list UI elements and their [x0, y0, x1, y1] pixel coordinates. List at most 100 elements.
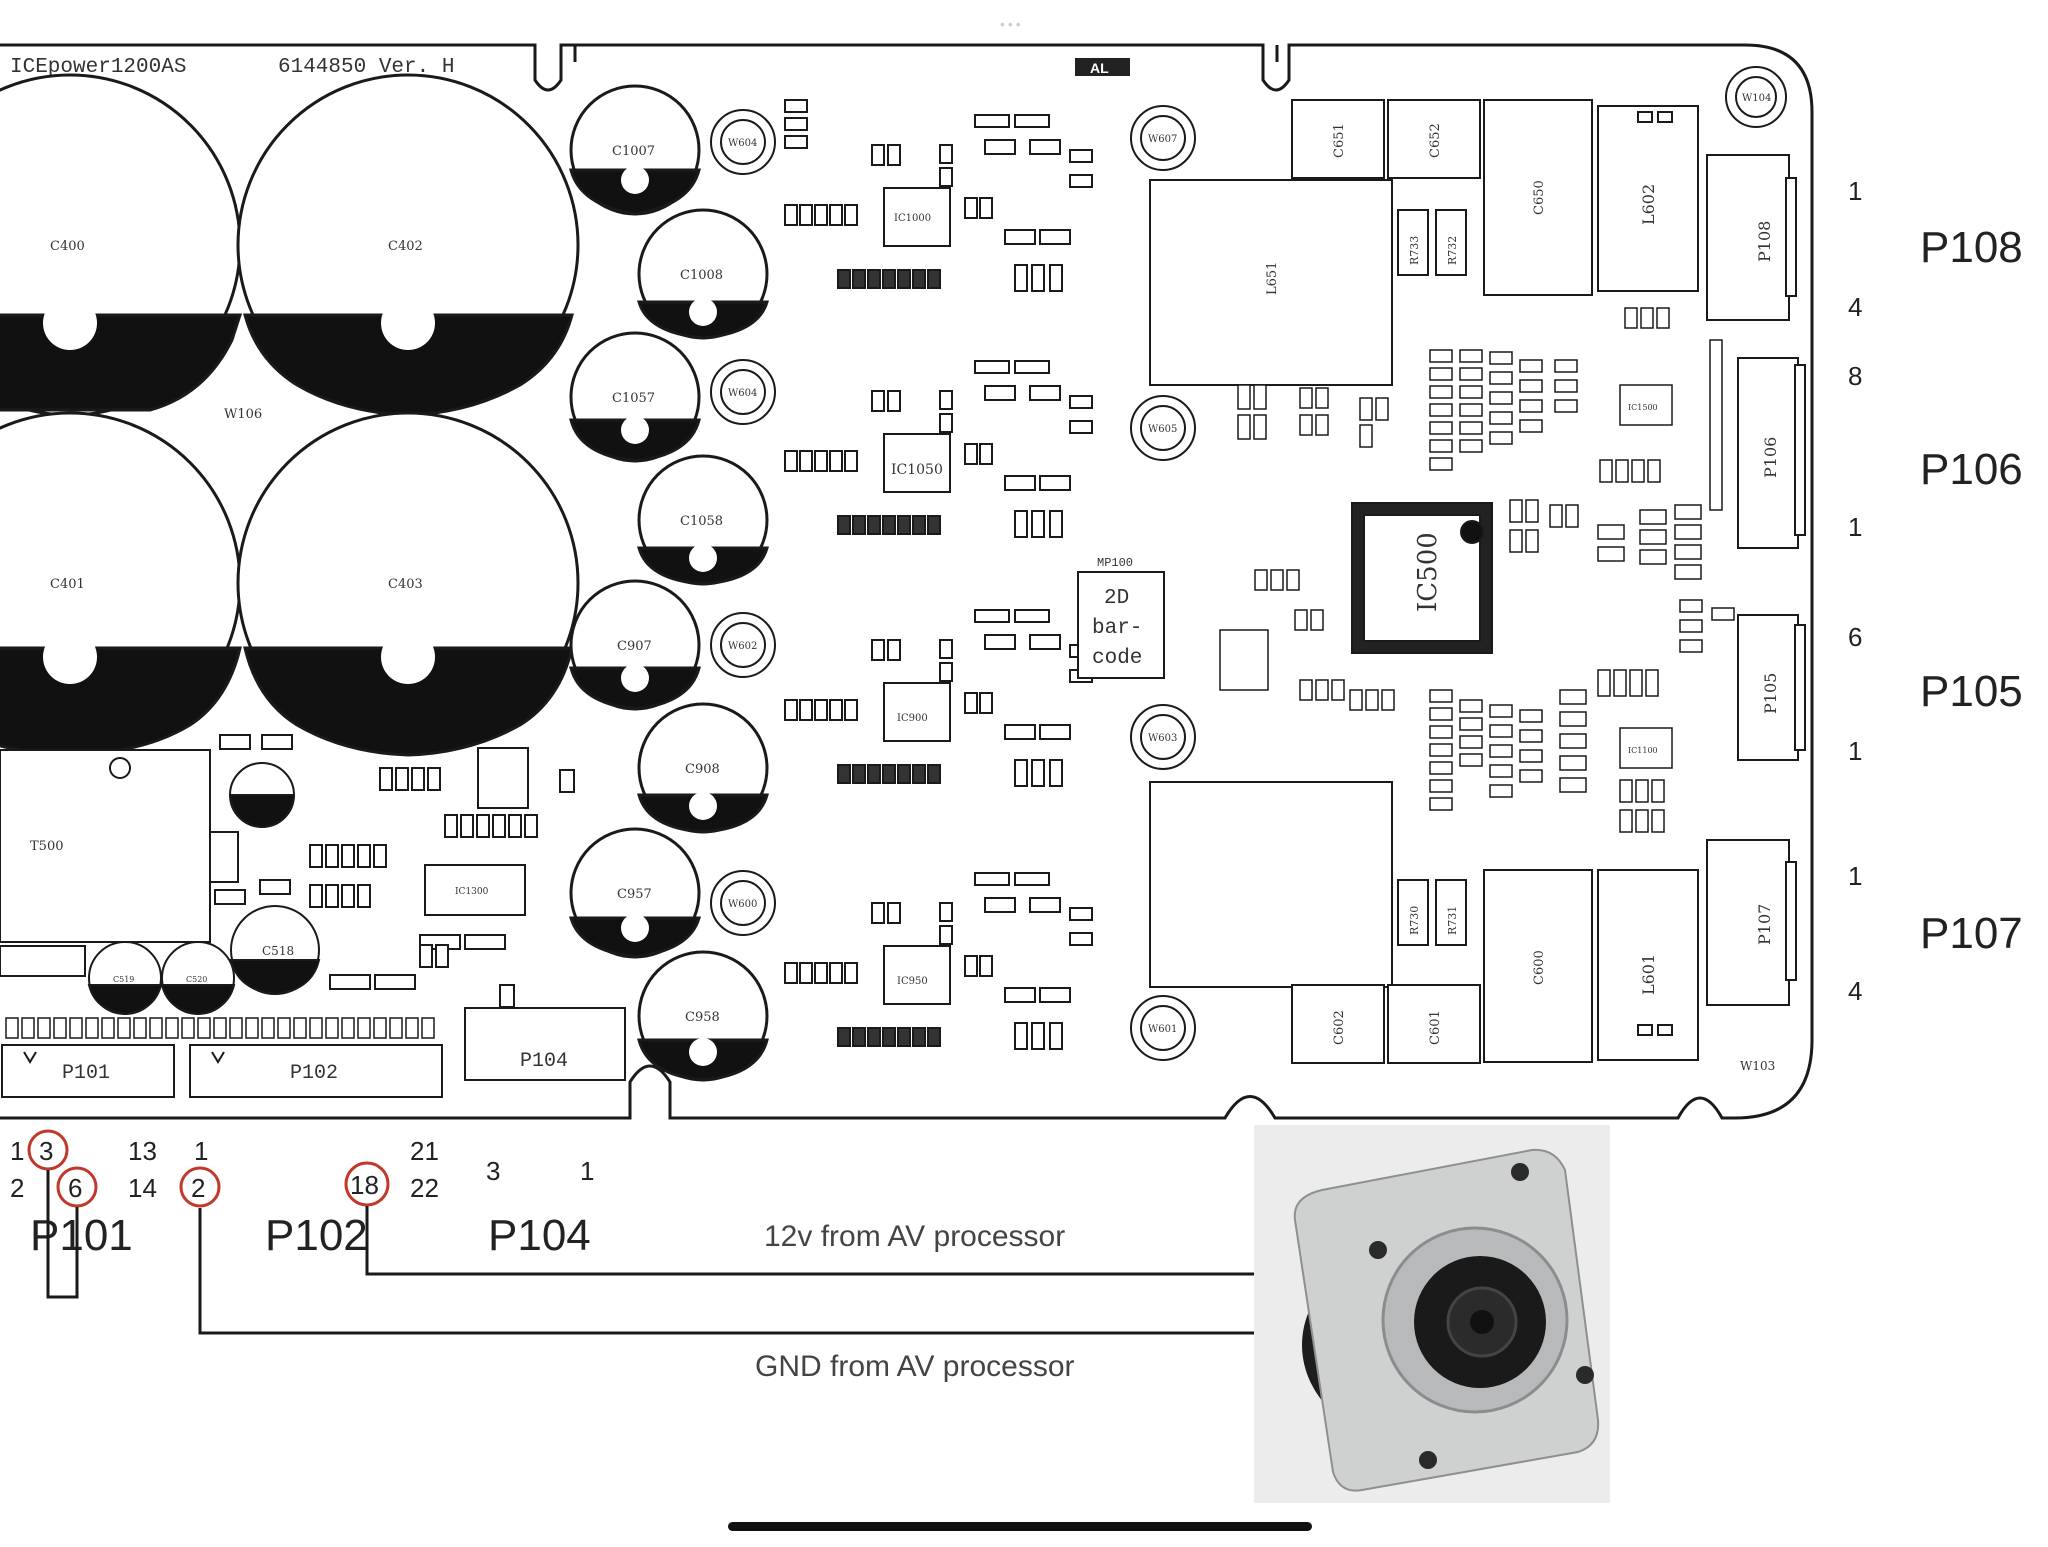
wire-12v	[365, 1206, 1298, 1276]
ic-label-ic1300: IC1300	[455, 887, 489, 897]
pin-p102-21: 21	[410, 1136, 439, 1166]
capacitor-label-c1008: C1008	[680, 268, 723, 283]
amp-block-3	[784, 609, 1093, 787]
wiring	[46, 1170, 1298, 1335]
mounting-label-w106: W106	[224, 407, 262, 422]
mounting-label-7: W603	[1148, 733, 1177, 744]
pin-p102-22: 22	[410, 1173, 439, 1203]
mounting-holes	[710, 66, 1787, 1061]
capacitor-c908	[637, 702, 769, 834]
mounting-hole-1	[710, 109, 776, 175]
capacitor-label-c1058: C1058	[680, 514, 723, 529]
board-label-p102: P102	[290, 1062, 338, 1085]
jumper-wire-3-6	[46, 1170, 79, 1299]
home-indicator[interactable]	[728, 1522, 1312, 1531]
capacitor-c400	[0, 73, 243, 417]
ic-label-ic1050: IC1050	[891, 462, 943, 478]
capacitor-label-c958: C958	[685, 1010, 720, 1025]
resistor-label-r730: R730	[1408, 906, 1421, 935]
right-pin-p106-top: 8	[1848, 361, 1862, 391]
board-label-p106: P106	[1761, 437, 1780, 478]
mounting-hole-5	[1130, 105, 1196, 171]
capacitor-c520	[160, 941, 236, 1016]
capacitor-c907	[569, 579, 701, 711]
ic-label-ic1100: IC1100	[1628, 746, 1658, 755]
barcode-area: MP100 2D bar- code	[1077, 556, 1165, 679]
pin-p101-2: 2	[10, 1173, 24, 1203]
board-label-p107: P107	[1755, 904, 1774, 945]
right-label-p108: P108	[1920, 223, 2023, 272]
label-p104: P104	[488, 1211, 591, 1260]
capacitor-label-c600: C600	[1532, 950, 1547, 985]
mounting-label-4: W600	[728, 899, 757, 910]
controller-ic500	[1351, 502, 1493, 654]
barcode-line-2: bar-	[1092, 617, 1142, 640]
circled-pins: 3 6 2 18	[27, 1129, 390, 1208]
pin-p101-13: 13	[128, 1136, 157, 1166]
inductor-label-l602: L602	[1639, 184, 1658, 225]
capacitor-c957	[569, 827, 701, 959]
amp-channel-blocks	[784, 99, 1093, 1050]
label-12v: 12v from AV processor	[764, 1220, 1065, 1253]
speakon-connector-image	[1254, 1125, 1610, 1503]
circled-pin-2: 2	[179, 1166, 221, 1208]
capacitor-label-c1057: C1057	[612, 391, 655, 406]
mounting-hole-3	[710, 612, 776, 678]
window-drag-dots: •••	[1000, 16, 1024, 32]
capacitor-label-c518: C518	[262, 944, 294, 958]
board-connector-p105	[1737, 614, 1806, 761]
mounting-label-6: W605	[1148, 424, 1177, 435]
small-capacitors	[569, 84, 769, 1082]
capacitor-label-c907: C907	[617, 639, 652, 654]
ic-label-ic1000: IC1000	[894, 213, 931, 224]
board-connectors-bottom	[1, 1007, 626, 1098]
mounting-hole-8	[1130, 995, 1196, 1061]
resistor-label-r731: R731	[1446, 906, 1459, 935]
barcode-title: MP100	[1097, 556, 1133, 570]
smd-clusters-right	[1219, 307, 1735, 833]
barcode-line-1: 2D	[1104, 587, 1129, 610]
circled-pin-3-text: 3	[39, 1136, 53, 1166]
capacitor-label-c400: C400	[50, 239, 85, 254]
board-connector-p108	[1706, 154, 1797, 321]
amp-block-1	[784, 99, 1093, 292]
circled-pin-3: 3	[27, 1129, 69, 1171]
mounting-label-1: W604	[728, 138, 757, 149]
capacitor-c403	[236, 411, 580, 757]
right-pin-p105-top: 6	[1848, 622, 1862, 652]
capacitor-label-c652: C652	[1428, 123, 1443, 158]
board-connector-p106	[1737, 357, 1806, 549]
capacitor-c518	[229, 905, 321, 996]
resistor-label-r733: R733	[1408, 236, 1421, 265]
large-capacitors	[0, 73, 580, 757]
ic-label-ic950: IC950	[897, 976, 928, 987]
board-connector-p102	[189, 1044, 443, 1098]
right-label-p107: P107	[1920, 909, 2023, 958]
pin-p101-1: 1	[10, 1136, 24, 1166]
power-section	[1149, 99, 1699, 1064]
circled-pin-6-text: 6	[68, 1173, 82, 1203]
pin-header-strip	[5, 1017, 435, 1039]
mounting-label-3: W602	[728, 641, 757, 652]
mounting-label-9: W104	[1742, 93, 1771, 104]
amp-block-4	[784, 872, 1093, 1050]
barcode-line-3: code	[1092, 647, 1142, 670]
capacitor-c401	[0, 411, 242, 755]
inductor-label-l651: L651	[1265, 262, 1280, 295]
board-part-number: 6144850 Ver. H	[278, 56, 454, 79]
right-pin-p107-bottom: 4	[1848, 976, 1862, 1006]
mounting-hole-6	[1130, 395, 1196, 461]
wire-gnd	[198, 1208, 1298, 1335]
capacitor-c958	[637, 950, 769, 1082]
circled-pin-6: 6	[56, 1166, 98, 1208]
capacitor-label-c957: C957	[617, 887, 652, 902]
capacitor-small-1	[228, 762, 296, 829]
right-label-p105: P105	[1920, 667, 2023, 716]
capacitor-c402	[236, 73, 580, 417]
capacitor-label-c651: C651	[1332, 123, 1347, 158]
board-label-p105: P105	[1761, 673, 1780, 714]
label-gnd: GND from AV processor	[755, 1350, 1075, 1383]
compliance-logo-text: AL	[1090, 60, 1109, 76]
right-pin-p108-top: 1	[1848, 176, 1862, 206]
